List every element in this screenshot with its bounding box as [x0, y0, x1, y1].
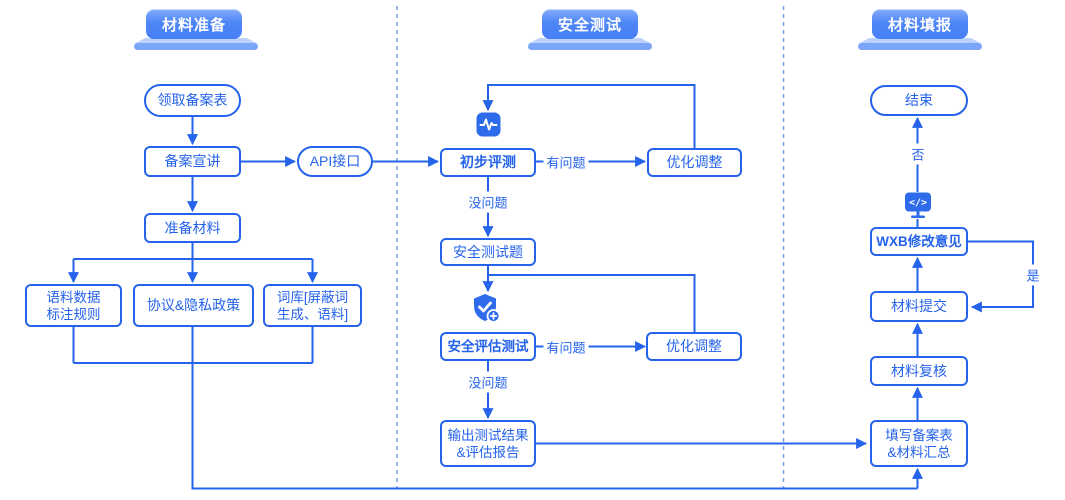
lane-header-trapezoid: [528, 38, 652, 44]
code-monitor-icon: </>: [905, 192, 931, 218]
pulse-monitor-icon: [476, 112, 501, 137]
lane-title: 安全测试: [542, 9, 638, 39]
lane-header-trapezoid: [858, 38, 982, 44]
edge-label-no: 否: [908, 143, 928, 165]
lane-title-text: 材料准备: [161, 16, 226, 34]
node-corpus-rules[interactable]: 语料数据 标注规则: [25, 284, 122, 327]
lane-title: 材料准备: [146, 9, 242, 39]
shield-check-plus-icon: [474, 294, 501, 323]
node-optimize-1[interactable]: 优化调整: [647, 148, 742, 177]
lane-title-text: 材料填报: [887, 16, 952, 34]
lane-header-base: [858, 43, 982, 50]
edge-label-no-issue-1: 没问题: [465, 191, 511, 213]
lane-title-text: 安全测试: [557, 16, 622, 34]
node-lexicon[interactable]: 词库[屏蔽词 生成、语料]: [263, 284, 362, 327]
edge-plain: [72, 219, 919, 490]
node-prepare-material[interactable]: 准备材料: [144, 213, 241, 243]
node-fill-form[interactable]: 填写备案表 &材料汇总: [870, 420, 968, 467]
edge-label-has-issue-2: 有问题: [543, 336, 589, 358]
lane-header-base: [528, 43, 652, 50]
node-api-interface[interactable]: API接口: [297, 146, 373, 177]
edge-label-has-issue-1: 有问题: [543, 151, 589, 173]
node-briefing[interactable]: 备案宣讲: [144, 146, 241, 177]
node-end[interactable]: 结束: [870, 85, 968, 116]
edge-label-yes: 是: [1023, 264, 1043, 286]
edge-arrow: [68, 84, 1034, 489]
node-test-questions[interactable]: 安全测试题: [440, 238, 536, 266]
lane-title: 材料填报: [872, 9, 968, 39]
node-review[interactable]: 材料复核: [870, 356, 968, 386]
node-initial-eval[interactable]: 初步评测: [440, 148, 536, 177]
node-security-eval[interactable]: 安全评估测试: [440, 332, 536, 361]
lane-header-base: [134, 43, 258, 50]
node-optimize-2[interactable]: 优化调整: [646, 332, 742, 361]
svg-text:</>: </>: [909, 198, 927, 209]
node-submit[interactable]: 材料提交: [870, 291, 968, 322]
node-receive-form[interactable]: 领取备案表: [144, 84, 241, 117]
lane-header-trapezoid: [134, 38, 258, 44]
node-wxb-feedback[interactable]: WXB修改意见: [870, 227, 968, 256]
node-output-report[interactable]: 输出测试结果 &评估报告: [440, 420, 536, 467]
edge-label-no-issue-2: 没问题: [465, 371, 511, 393]
node-privacy-policy[interactable]: 协议&隐私政策: [133, 284, 254, 327]
